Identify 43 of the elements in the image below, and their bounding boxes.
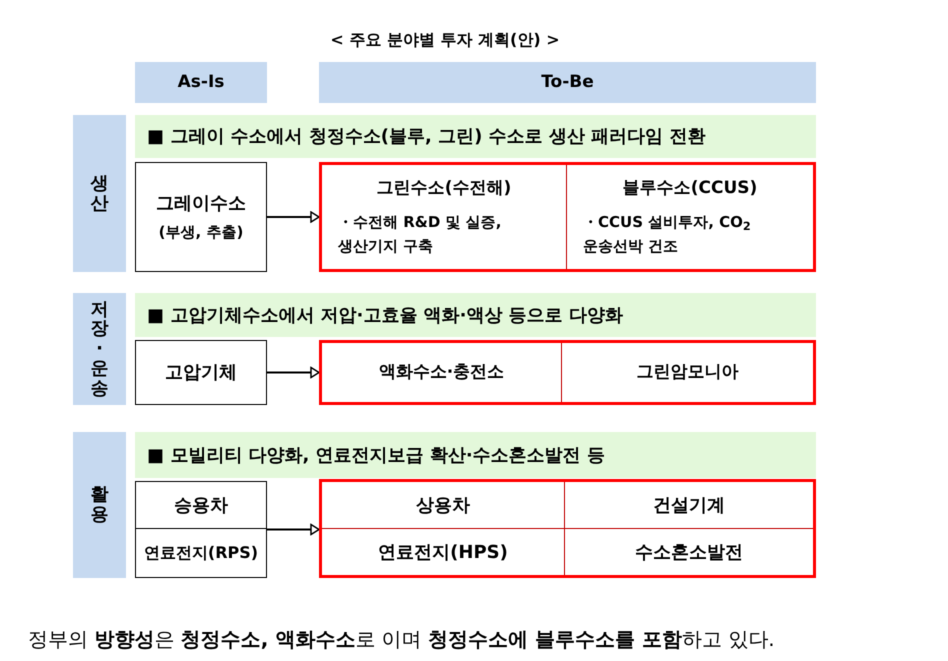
summary-banner: [135, 293, 816, 337]
table-cell: [322, 482, 565, 529]
header-band: [319, 62, 816, 103]
node-title: To-Be: [541, 70, 594, 94]
node-title: ■ 고압기체수소에서 저압·고효율 액화·액상 등으로 다양화: [147, 304, 624, 328]
node-title: 저장·운송: [90, 300, 108, 398]
node-title: ■ 모빌리티 다양화, 연료전지보급 확산·수소혼소발전 등: [147, 444, 606, 468]
arrow: [267, 366, 320, 378]
node-title: ■ 그레이 수소에서 청정수소(블루, 그린) 수소로 생산 패러다임 전환: [147, 125, 706, 149]
to-be-box: [319, 162, 816, 272]
node-title: 연료전지(HPS): [378, 540, 508, 564]
node-title: 승용차: [174, 494, 228, 518]
node-title: 그린암모니아: [636, 360, 738, 384]
summary-banner: [135, 432, 816, 478]
row-label-band: [73, 432, 126, 578]
summary-banner: [135, 115, 816, 158]
arrow: [267, 211, 320, 223]
to-be-box: [319, 340, 816, 405]
node-title: 그레이수소: [156, 192, 246, 216]
to-be-box: [319, 479, 816, 578]
row-label-band: [73, 115, 126, 272]
node-title: 생산: [90, 174, 108, 214]
node-title: 블루수소(CCUS): [622, 177, 758, 200]
caption: 정부의 방향성은 청정수소, 액화수소로 이며 청정수소에 블루수소를 포함하고 있다.: [28, 626, 775, 653]
row-label-band: [73, 293, 126, 405]
node-title: 건설기계: [653, 494, 725, 518]
node-title: 그린수소(수전해): [376, 177, 512, 200]
as-is-box: [135, 162, 267, 272]
header-band: [135, 62, 267, 103]
node-title: 상용차: [416, 494, 470, 518]
arrow: [267, 524, 320, 536]
node-description: ・수전해 R&D 및 실증, 생산기지 구축: [337, 212, 502, 257]
as-is-box: [135, 340, 267, 405]
node-description: (부생, 추출): [158, 222, 244, 244]
node-title: 수소혼소발전: [635, 540, 743, 564]
node-title: 액화수소·충전소: [378, 360, 504, 384]
node-description: ・CCUS 설비투자, CO$_{2}$ 운송선박 건조: [582, 212, 752, 257]
node-title: 연료전지(RPS): [144, 542, 258, 564]
diagram-title: < 주요 분야별 투자 계획(안) >: [329, 29, 561, 51]
node-title: 활용: [90, 485, 108, 525]
as-is-box: [135, 481, 267, 578]
node-title: 고압기체: [165, 361, 237, 385]
node-title: As-Is: [178, 70, 224, 94]
